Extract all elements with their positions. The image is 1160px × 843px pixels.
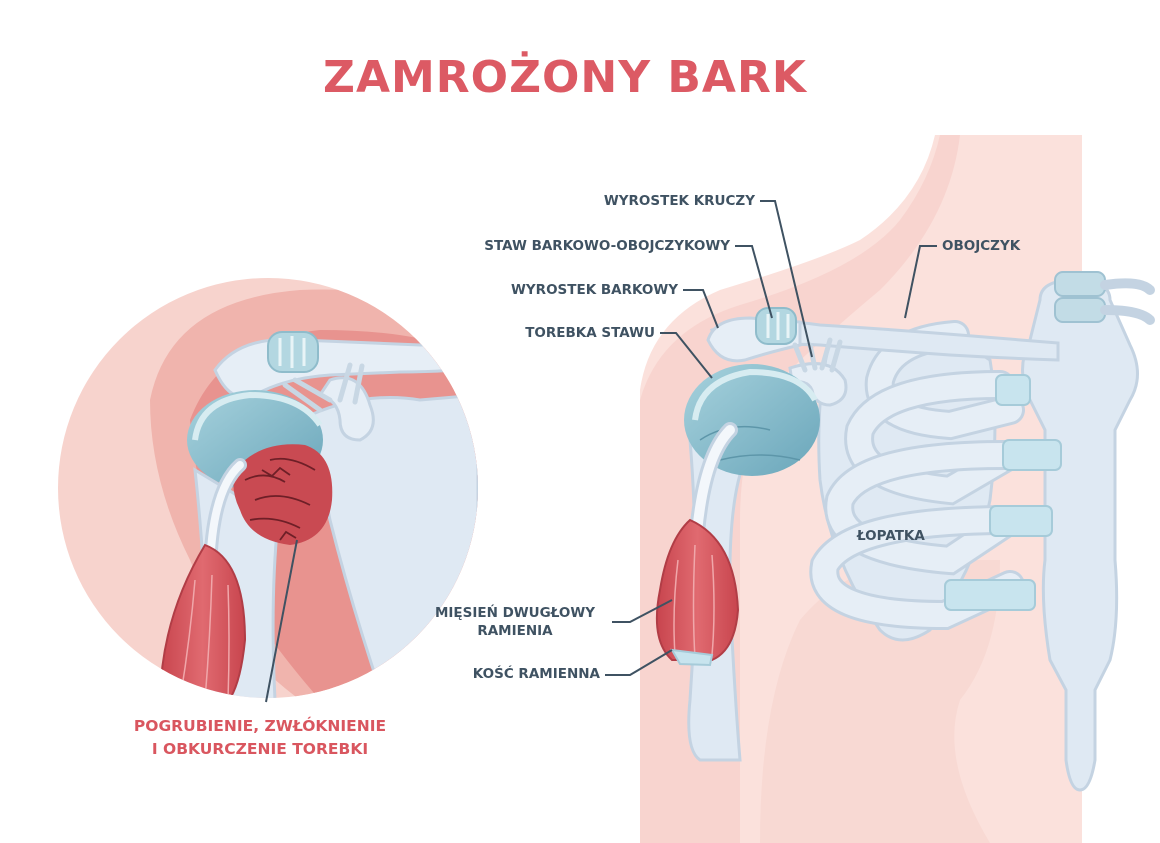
leader-lines: [605, 200, 937, 676]
capsule-leader: [660, 332, 713, 379]
label-biceps: MIĘSIEŃ DWUGŁOWY RAMIENIA: [420, 604, 610, 640]
label-biceps-line1: MIĘSIEŃ DWUGŁOWY: [434, 605, 596, 621]
label-humerus: KOŚĆ RAMIENNA: [472, 666, 600, 682]
biceps-leader: [612, 599, 673, 623]
condition-pointer: [265, 539, 298, 703]
label-ac-joint: STAW BARKOWO-OBOJCZYKOWY: [484, 238, 730, 254]
label-condition: POGRUBIENIE, ZWŁÓKNIENIE I OBKURCZENIE T…: [80, 715, 440, 761]
label-capsule: TOREBKA STAWU: [525, 325, 655, 341]
ac-joint-leader: [735, 245, 773, 319]
label-biceps-line2: RAMIENIA: [477, 623, 553, 639]
humerus-leader: [605, 649, 673, 676]
label-condition-line2: I OBKURCZENIE TOREBKI: [151, 740, 369, 758]
zoom-circle: [58, 278, 478, 698]
coracoid-leader: [760, 200, 813, 358]
acromion-leader: [683, 289, 719, 329]
label-scapula: ŁOPATKA: [857, 528, 925, 544]
label-condition-line1: POGRUBIENIE, ZWŁÓKNIENIE: [133, 717, 387, 735]
torso-illustration: [640, 135, 1155, 843]
label-acromion: WYROSTEK BARKOWY: [511, 282, 678, 298]
clavicle-leader: [904, 245, 937, 319]
diagram-title: ZAMROŻONY BARK: [323, 52, 807, 103]
label-coracoid: WYROSTEK KRUCZY: [603, 193, 755, 209]
label-clavicle: OBOJCZYK: [942, 238, 1021, 254]
